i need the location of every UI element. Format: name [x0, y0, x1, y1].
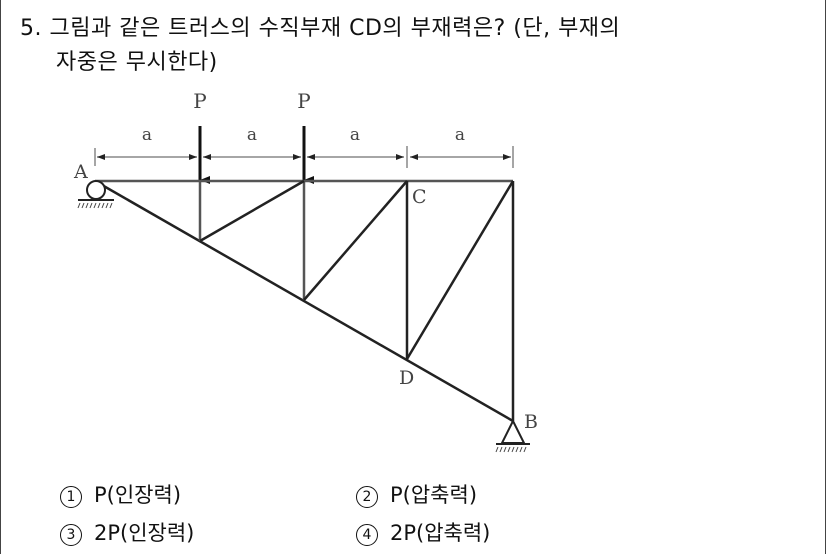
roller-support-icon	[77, 180, 114, 209]
question-number: 5.	[20, 16, 42, 41]
option-1[interactable]: 1 P(인장력)	[60, 482, 181, 508]
option-number-2: 2	[356, 486, 378, 508]
truss-members	[94, 179, 515, 423]
question-line-2: 자중은 무시한다)	[56, 50, 218, 75]
question-line-1: 5. 그림과 같은 트러스의 수직부재 CD의 부재력은? (단, 부재의	[20, 16, 620, 42]
dim-label-1: a	[142, 125, 152, 145]
option-text-3: 2P(인장력)	[94, 521, 195, 545]
question-text-1: 그림과 같은 트러스의 수직부재 CD의 부재력은? (단, 부재의	[49, 16, 621, 41]
dim-label-3: a	[350, 125, 360, 145]
pin-support-icon	[495, 418, 530, 453]
option-text-2: P(압축력)	[390, 483, 478, 507]
load-label-2: P	[297, 89, 310, 113]
option-text-4: 2P(압축력)	[390, 521, 491, 545]
option-4[interactable]: 4 2P(압축력)	[356, 520, 490, 546]
option-3[interactable]: 3 2P(인장력)	[60, 520, 194, 546]
option-2[interactable]: 2 P(압축력)	[356, 482, 477, 508]
node-label-c: C	[412, 186, 427, 208]
load-label-1: P	[193, 89, 206, 113]
option-text-1: P(인장력)	[94, 483, 182, 507]
node-label-a: A	[73, 161, 88, 183]
node-label-d: D	[399, 367, 414, 389]
dim-label-4: a	[455, 125, 465, 145]
option-number-1: 1	[60, 486, 82, 508]
dim-label-2: a	[247, 125, 257, 145]
option-number-4: 4	[356, 524, 378, 546]
dimension-lines	[94, 146, 514, 168]
option-number-3: 3	[60, 524, 82, 546]
node-label-b: B	[524, 411, 538, 433]
